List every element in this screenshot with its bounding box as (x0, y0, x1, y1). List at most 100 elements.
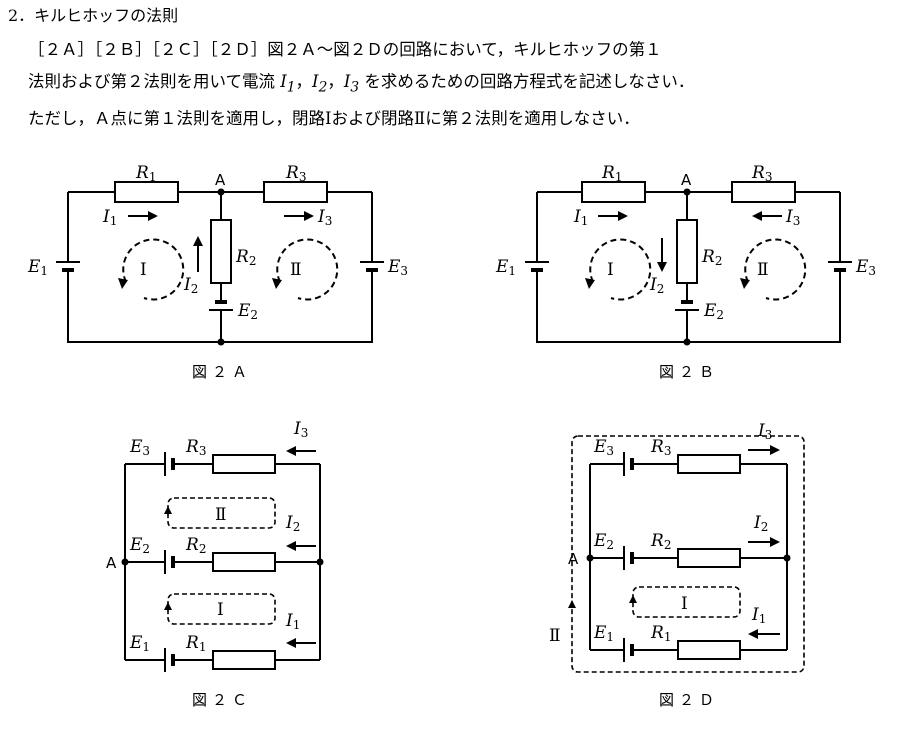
fig-2a-label-e2: E2 (237, 301, 258, 322)
fig-2b-battery-e2 (675, 300, 699, 311)
fig-2c-label-i3: I3 (293, 419, 308, 440)
fig-2a-label-node-a: A (215, 171, 226, 189)
fig-2c-resistor-r1 (212, 650, 276, 670)
fig-2c-label-i2: I2 (285, 513, 300, 534)
fig-2d-label-r1: R1 (650, 623, 671, 644)
problem-line-3: ただし，Ａ点に第１法則を適用し，閉路Ⅰおよび閉路Ⅱに第２法則を適用しなさい． (28, 109, 640, 129)
fig-2c-arrow-i1 (286, 638, 316, 648)
fig-2a-battery-e2 (209, 300, 233, 311)
fig-2a-label-e1: E1 (27, 257, 48, 278)
fig-2c-label-loop-1: Ⅰ (217, 600, 224, 620)
problem-statement: ［２Ａ］［２Ｂ］［２Ｃ］［２Ｄ］図２Ａ～図２Ｄの回路において，キルヒホッフの第１… (28, 34, 888, 135)
fig-2b-label-loop-1: Ⅰ (607, 260, 614, 280)
fig-2b-label-i3: I3 (785, 207, 800, 228)
fig-2b-battery-e1 (525, 261, 549, 272)
fig-2d-node-a (586, 554, 594, 562)
fig-2c-label-r3: R3 (185, 437, 206, 458)
fig-2b-label-e3: E3 (855, 257, 876, 278)
fig-2b-arrow-i1 (598, 211, 628, 221)
fig-2b-label-i2: I2 (649, 275, 664, 296)
fig-2a-arrow-i3 (284, 211, 314, 221)
fig-2a-loop-1 (118, 238, 185, 301)
current-i2: I2 (312, 72, 328, 96)
problem-line-2: 法則および第２法則を用いて電流 I1，I2，I3 を求めるための回路方程式を記述… (28, 72, 695, 96)
fig-2a-label-i3: I3 (317, 207, 332, 228)
fig-2c-loop-1 (164, 593, 276, 625)
fig-2b-caption: 図２Ｂ (659, 363, 719, 381)
fig-2d-arrow-i2 (748, 537, 780, 547)
fig-2c-caption: 図２Ｃ (192, 691, 252, 709)
fig-2a-node-a (217, 188, 225, 196)
fig-2c-node-right (316, 558, 324, 566)
fig-2b-loop-1 (585, 238, 652, 301)
fig-2d-resistor-r1 (677, 640, 741, 660)
fig-2d-battery-e2 (623, 546, 634, 570)
fig-2b-battery-e3 (828, 261, 852, 272)
fig-2d-label-i2: I2 (753, 513, 768, 534)
fig-2b-label-node-a: A (681, 171, 692, 189)
fig-2a-battery-e1 (56, 261, 80, 272)
fig-2c-label-r1: R1 (185, 633, 206, 654)
fig-2a-arrow-i2 (193, 236, 203, 272)
fig-2b-arrow-i3 (752, 211, 782, 221)
fig-2b-resistor-r3 (731, 181, 796, 203)
fig-2a-arrow-i1 (128, 211, 158, 221)
fig-2d-label-i3: I3 (757, 421, 772, 442)
fig-2d-label-r3: R3 (650, 437, 671, 458)
fig-2c-battery-e1 (164, 648, 175, 672)
fig-2c-label-e3: E3 (129, 437, 150, 458)
problem-heading: 2．キルヒホッフの法則 (8, 6, 179, 25)
fig-2c-label-r2: R2 (185, 535, 206, 556)
fig-2b-resistor-r1 (581, 181, 646, 203)
fig-2d-arrow-i3 (748, 445, 780, 455)
figure-2d: E3 R3 I3 E2 R2 I2 E1 R1 I1 A Ⅱ Ⅰ 図２Ｄ (549, 421, 805, 709)
problem-line-2-post: を求めるための回路方程式を記述しなさい． (359, 72, 695, 91)
fig-2a-resistor-r2 (210, 219, 232, 284)
fig-2a-resistor-r3 (263, 181, 328, 203)
fig-2c-node-a (121, 558, 129, 566)
fig-2c-label-e2: E2 (129, 535, 150, 556)
fig-2c-battery-e2 (164, 550, 175, 574)
problem-line-1: ［２Ａ］［２Ｂ］［２Ｃ］［２Ｄ］図２Ａ～図２Ｄの回路において，キルヒホッフの第１ (28, 40, 662, 59)
fig-2b-label-r2: R2 (701, 247, 722, 268)
fig-2a-node-bottom (217, 338, 225, 346)
fig-2b-label-r3: R3 (751, 163, 772, 184)
fig-2c-label-i1: I1 (285, 611, 300, 632)
fig-2a-label-r1: R1 (135, 163, 156, 184)
fig-2d-label-e1: E1 (593, 623, 614, 644)
fig-2b-loop-2 (740, 238, 807, 301)
fig-2a-label-loop-1: Ⅰ (140, 260, 147, 280)
fig-2d-battery-e3 (623, 452, 634, 476)
figure-2a: R1 R3 R2 I1 I3 I2 E1 E3 E2 A Ⅰ Ⅱ 図２Ａ (27, 163, 408, 381)
fig-2d-loop-2 (568, 435, 805, 673)
fig-2c-resistor-r3 (212, 454, 276, 474)
fig-2b-label-e2: E2 (703, 301, 724, 322)
fig-2a-label-r2: R2 (235, 247, 256, 268)
fig-2d-label-i1: I1 (751, 605, 766, 626)
fig-2a-loop-2 (272, 238, 339, 301)
fig-2b-node-bottom (683, 338, 691, 346)
fig-2d-label-e3: E3 (593, 437, 614, 458)
figure-2b: R1 R3 R2 I1 I3 I2 E1 E3 E2 A Ⅰ Ⅱ 図２Ｂ (495, 163, 876, 381)
fig-2b-node-a (683, 188, 691, 196)
fig-2d-node-right (783, 554, 791, 562)
fig-2c-label-e1: E1 (129, 633, 150, 654)
fig-2a-caption: 図２Ａ (192, 363, 252, 381)
fig-2b-label-r1: R1 (601, 163, 622, 184)
fig-2c-loop-2 (164, 497, 276, 529)
fig-2c-arrow-i2 (286, 541, 316, 551)
fig-2d-label-r2: R2 (650, 531, 671, 552)
fig-2d-caption: 図２Ｄ (659, 691, 719, 709)
fig-2d-resistor-r3 (677, 454, 741, 474)
fig-2a-resistor-r1 (114, 181, 179, 203)
fig-2d-loop-1 (629, 586, 741, 618)
fig-2c-battery-e3 (164, 452, 175, 476)
fig-2a-label-i1: I1 (102, 207, 117, 228)
fig-2c-resistor-r2 (212, 552, 276, 572)
fig-2b-label-e1: E1 (495, 257, 516, 278)
fig-2a-label-i2: I2 (183, 275, 198, 296)
fig-2c-arrow-i3 (286, 446, 316, 456)
problem-line-2-pre: 法則および第２法則を用いて電流 (28, 72, 281, 91)
fig-2d-label-node-a: A (568, 550, 579, 568)
